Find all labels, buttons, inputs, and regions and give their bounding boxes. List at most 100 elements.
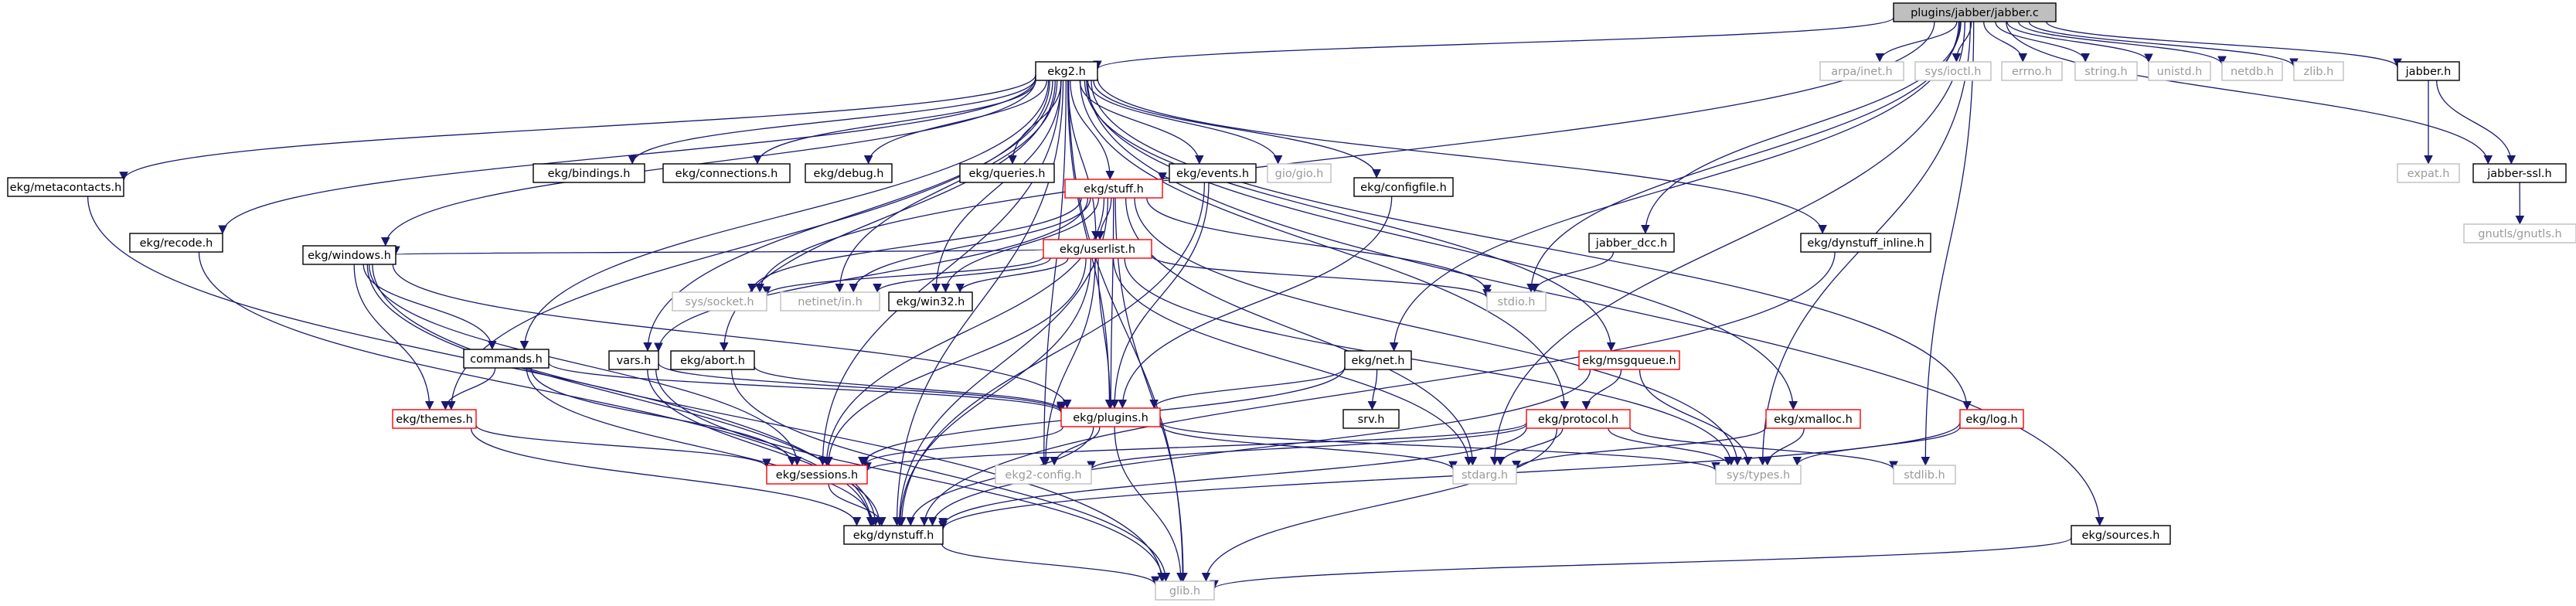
node-jabber-label: jabber.h (2405, 66, 2452, 78)
edge-protocol-to-stdlib (1629, 427, 1898, 471)
node-stdlib-label: stdlib.h (1904, 469, 1945, 482)
node-gio-label: gio/gio.h (1275, 168, 1324, 180)
node-cfgfile[interactable]: ekg/configfile.h (1353, 177, 1454, 197)
node-glib-label: glib.h (1169, 585, 1200, 597)
node-root-label: plugins/jabber/jabber.c (1911, 7, 2039, 19)
node-dinline[interactable]: ekg/dynstuff_inline.h (1800, 233, 1931, 253)
node-jabber[interactable]: jabber.h (2397, 61, 2460, 81)
edge-ekg2-to-stuff (1070, 80, 1115, 180)
node-recode[interactable]: ekg/recode.h (129, 233, 223, 253)
node-root[interactable]: plugins/jabber/jabber.c (1893, 2, 2057, 22)
edge-ekg2-to-sources (1087, 80, 2105, 526)
edge-layer (87, 17, 2525, 590)
edge-commands-to-themes (441, 367, 496, 410)
edge-ekg2-to-gio (1087, 80, 1283, 165)
node-debug-label: ekg/debug.h (814, 168, 884, 180)
edge-userlist-to-dynstuff (895, 257, 1092, 526)
node-log[interactable]: ekg/log.h (1959, 409, 2024, 429)
node-recode-box (129, 233, 223, 253)
node-jssl[interactable]: jabber-ssl.h (2472, 163, 2567, 183)
edge-windows-to-sessions (368, 264, 802, 466)
node-protocol[interactable]: ekg/protocol.h (1526, 409, 1631, 429)
node-meta[interactable]: ekg/metacontacts.h (7, 177, 124, 197)
node-queries[interactable]: ekg/queries.h (959, 163, 1055, 183)
edge-root-to-errno (1983, 21, 2028, 63)
node-systypes-box (1715, 465, 1802, 485)
node-conns-label: ekg/connections.h (675, 168, 778, 180)
edge-root-to-socket (755, 21, 1935, 293)
node-socket-label: sys/socket.h (685, 296, 754, 308)
node-glib: glib.h (1155, 580, 1215, 601)
edge-vars-to-dynstuff (647, 369, 885, 526)
node-ekg2-box (1035, 61, 1098, 81)
node-sessions[interactable]: ekg/sessions.h (766, 465, 868, 485)
node-win32[interactable]: ekg/win32.h (888, 291, 973, 312)
node-expat-label: expat.h (2408, 168, 2450, 180)
node-sources[interactable]: ekg/sources.h (2071, 525, 2171, 545)
edge-ekg2-to-protocol (1080, 80, 1570, 410)
node-sources-box (2071, 525, 2171, 545)
node-bindings[interactable]: ekg/bindings.h (533, 163, 645, 183)
node-conns[interactable]: ekg/connections.h (662, 163, 791, 183)
node-ioctl-box (1914, 61, 1992, 81)
node-netdb-label: netdb.h (2231, 66, 2274, 78)
edge-stuff-to-netinet (849, 197, 1091, 293)
node-events[interactable]: ekg/events.h (1169, 163, 1257, 183)
edge-ekg2-to-msgq (1084, 80, 1616, 352)
node-stdlib: stdlib.h (1893, 465, 1956, 485)
node-srv[interactable]: srv.h (1342, 409, 1400, 429)
edge-abort-to-plugins (754, 366, 1066, 411)
node-dynstuff[interactable]: ekg/dynstuff.h (843, 525, 944, 545)
node-ekg2[interactable]: ekg2.h (1035, 61, 1098, 81)
node-stuff-box (1064, 179, 1163, 199)
node-gnutls-box (2463, 223, 2576, 243)
node-userlist[interactable]: ekg/userlist.h (1043, 239, 1152, 259)
node-plugins[interactable]: ekg/plugins.h (1060, 407, 1161, 427)
node-net[interactable]: ekg/net.h (1344, 350, 1412, 370)
node-themes[interactable]: ekg/themes.h (392, 409, 477, 429)
node-win32-box (888, 291, 973, 312)
node-cfgfile-box (1353, 177, 1454, 197)
node-dinline-label: ekg/dynstuff_inline.h (1807, 237, 1924, 250)
node-msgq[interactable]: ekg/msgqueue.h (1578, 350, 1680, 370)
edge-recode-to-dynstuff (198, 251, 876, 526)
node-jdcc[interactable]: jabber_dcc.h (1588, 233, 1675, 253)
edge-ekg2-to-config (1039, 80, 1067, 466)
node-queries-label: ekg/queries.h (969, 168, 1046, 180)
node-net-label: ekg/net.h (1351, 355, 1404, 367)
node-xmalloc-label: ekg/xmalloc.h (1774, 414, 1853, 426)
node-windows-box (302, 245, 396, 265)
node-protocol-box (1526, 409, 1631, 429)
node-abort[interactable]: ekg/abort.h (670, 350, 755, 370)
edge-root-to-jssl (2006, 21, 2493, 165)
edge-themes-to-dynstuff (470, 427, 862, 526)
edge-ekg2-to-dinline (1097, 77, 1827, 234)
node-systypes-label: sys/types.h (1727, 469, 1790, 482)
node-stuff[interactable]: ekg/stuff.h (1064, 179, 1163, 199)
node-windows[interactable]: ekg/windows.h (302, 245, 396, 265)
node-config-box (995, 465, 1092, 485)
edge-userlist-to-netinet (873, 257, 1051, 293)
edge-root-to-zlib (2028, 21, 2299, 68)
node-plugins-label: ekg/plugins.h (1073, 412, 1148, 424)
node-systypes: sys/types.h (1715, 465, 1802, 485)
node-arpa-box (1819, 61, 1904, 81)
edge-net-to-srv (1367, 369, 1378, 410)
node-xmalloc[interactable]: ekg/xmalloc.h (1765, 409, 1861, 429)
node-sessions-label: ekg/sessions.h (776, 469, 858, 482)
node-debug[interactable]: ekg/debug.h (805, 163, 893, 183)
edge-root-to-jdcc (1641, 21, 1962, 234)
node-plugins-box (1060, 407, 1161, 427)
node-protocol-label: ekg/protocol.h (1538, 414, 1618, 426)
node-commands[interactable]: commands.h (463, 349, 550, 369)
node-userlist-box (1043, 239, 1152, 259)
node-log-box (1959, 409, 2024, 429)
node-dinline-box (1800, 233, 1931, 253)
node-srv-label: srv.h (1358, 414, 1385, 426)
node-string: string.h (2074, 61, 2138, 81)
node-jssl-label: jabber-ssl.h (2486, 168, 2551, 180)
edge-net-to-plugins (1149, 366, 1346, 409)
node-vars[interactable]: vars.h (608, 350, 659, 370)
node-bindings-box (533, 163, 645, 183)
